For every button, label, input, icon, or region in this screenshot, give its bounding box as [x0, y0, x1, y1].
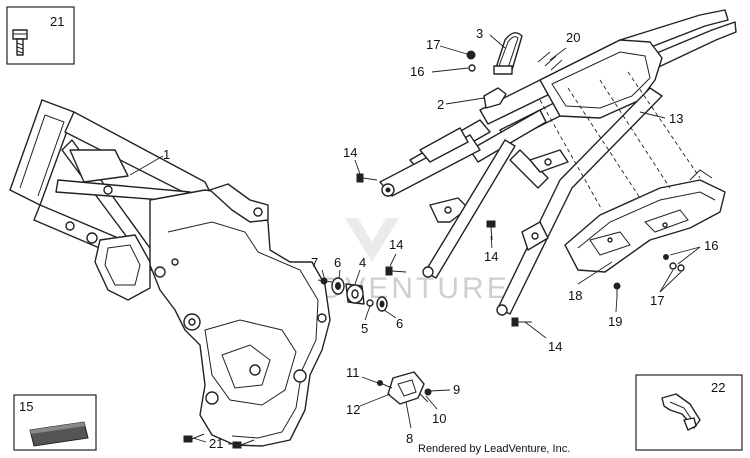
rear-fender[interactable]	[564, 169, 726, 273]
box-21-label: 21	[50, 14, 64, 29]
box-22-label: 22	[711, 380, 725, 395]
label-part-8[interactable]: 8	[406, 431, 413, 446]
rear-subframe[interactable]	[379, 9, 737, 316]
render-credit: Rendered by LeadVenture, Inc.	[418, 443, 570, 455]
bolt-21-bottom-right-icon	[232, 439, 255, 449]
label-part-4[interactable]: 4	[359, 255, 366, 270]
label-part-17-top[interactable]: 17	[426, 37, 440, 52]
label-part-14-upper[interactable]: 14	[343, 145, 357, 160]
label-part-13[interactable]: 13	[669, 111, 683, 126]
label-part-1[interactable]: 1	[163, 147, 170, 162]
bolt-21-icon	[12, 29, 28, 56]
assembly-dashed-lines	[539, 71, 701, 211]
label-part-17-right[interactable]: 17	[650, 293, 664, 308]
label-part-5[interactable]: 5	[361, 321, 368, 336]
label-part-6-left[interactable]: 6	[334, 255, 341, 270]
label-part-12[interactable]: 12	[346, 402, 360, 417]
pad-15-icon	[29, 421, 89, 447]
label-part-2[interactable]: 2	[437, 97, 444, 112]
screw-19-icon	[613, 282, 621, 297]
leader-lines	[129, 34, 701, 445]
watermark-logo	[345, 218, 399, 262]
bolt-14-upper-icon	[356, 173, 378, 183]
bushing-assembly[interactable]	[317, 277, 388, 312]
label-part-19[interactable]: 19	[608, 314, 622, 329]
relay-holder[interactable]	[377, 371, 432, 405]
box-15-label: 15	[19, 399, 33, 414]
label-part-18[interactable]: 18	[568, 288, 582, 303]
bolt-14-right-icon	[486, 220, 496, 241]
label-part-7[interactable]: 7	[311, 255, 318, 270]
label-part-21-bottom[interactable]: 21	[209, 436, 223, 451]
screws-20-icon	[537, 51, 563, 71]
main-frame[interactable]	[9, 99, 331, 447]
label-part-10[interactable]: 10	[432, 411, 446, 426]
cable-loop-3[interactable]	[493, 32, 523, 75]
label-part-20[interactable]: 20	[566, 30, 580, 45]
nut-17-icon	[466, 50, 476, 72]
clip-22-icon	[661, 393, 701, 431]
label-part-16-right[interactable]: 16	[704, 238, 718, 253]
label-part-14-right[interactable]: 14	[484, 249, 498, 264]
label-part-6-right[interactable]: 6	[396, 316, 403, 331]
label-part-9[interactable]: 9	[453, 382, 460, 397]
label-part-3[interactable]: 3	[476, 26, 483, 41]
label-part-14-mid[interactable]: 14	[389, 237, 403, 252]
label-part-14-lower[interactable]: 14	[548, 339, 562, 354]
label-part-11[interactable]: 11	[346, 365, 360, 380]
bolt-14-mid-icon	[385, 266, 407, 276]
fasteners-16-17-icon	[663, 254, 685, 272]
label-part-16-top[interactable]: 16	[410, 64, 424, 79]
